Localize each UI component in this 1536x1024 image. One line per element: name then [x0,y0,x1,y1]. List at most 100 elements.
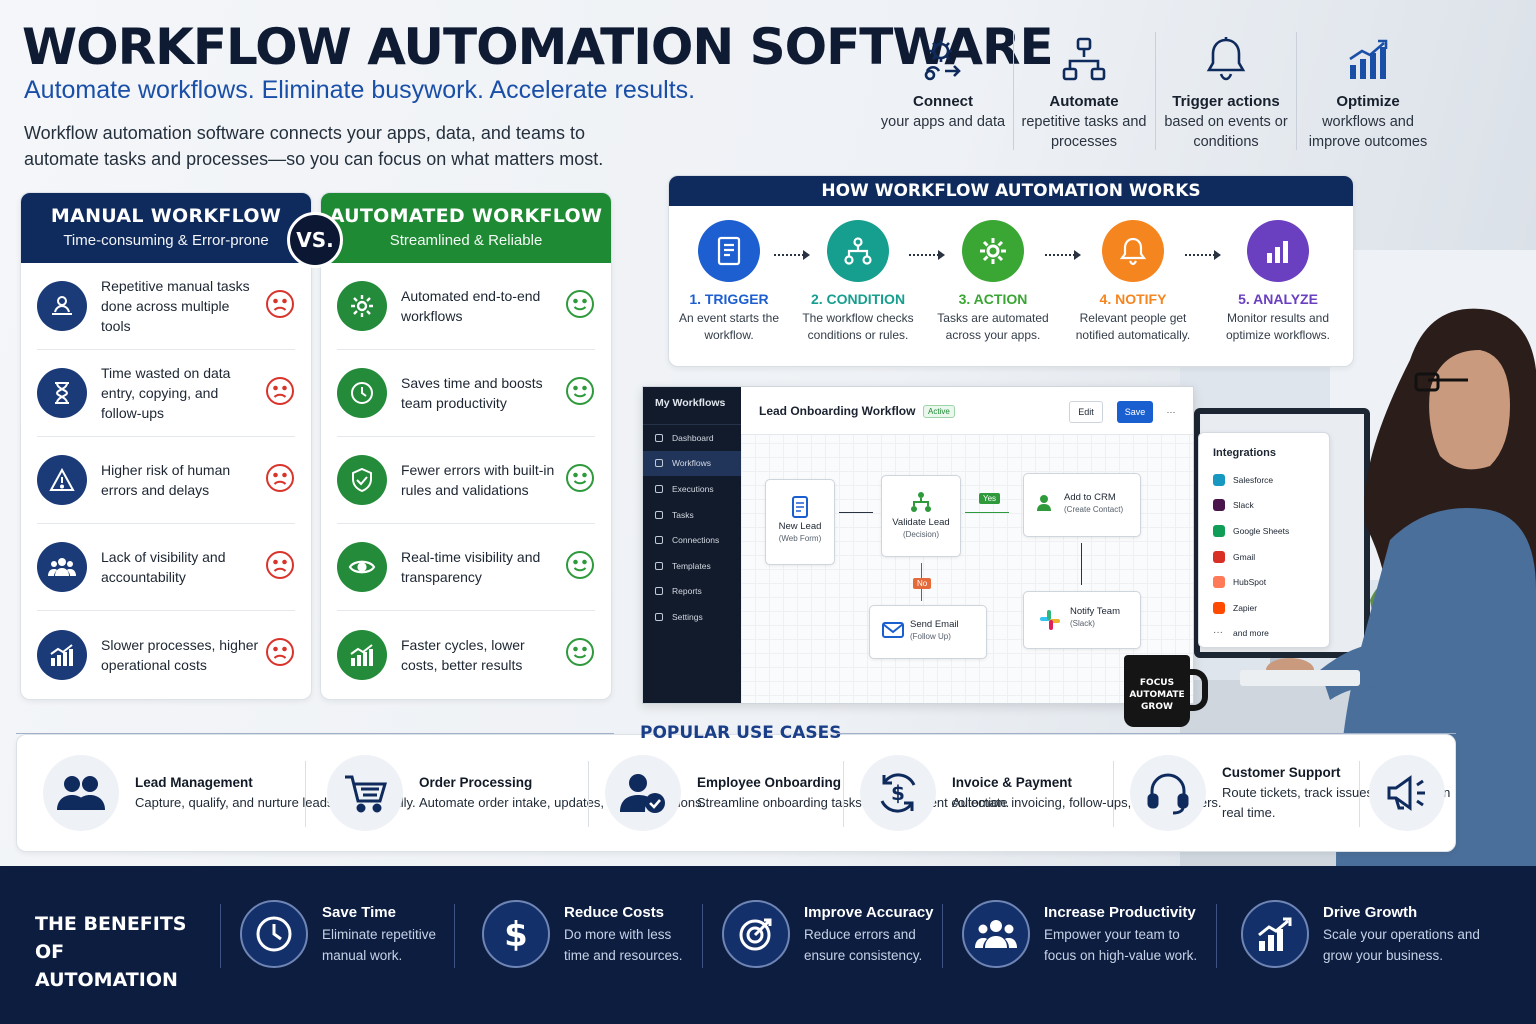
integration-salesforce[interactable]: Salesforce [1213,467,1329,493]
feature-connect: Connect your apps and data [873,30,1013,132]
workflows-icon [655,459,663,468]
sad-face-icon [265,637,295,672]
node-new-lead[interactable]: New Lead (Web Form) [765,479,835,565]
workflow-canvas[interactable]: Lead Onboarding Workflow Active Edit Sav… [741,387,1193,703]
connections-icon [655,536,663,545]
divider [1113,761,1114,827]
page-subtitle: Automate workflows. Eliminate busywork. … [24,76,696,104]
sidebar-item-templates[interactable]: Templates [643,553,741,579]
tasks-icon [655,510,663,519]
integration-hubspot[interactable]: HubSpot [1213,569,1329,595]
node-notify-team[interactable]: Notify Team (Slack) [1023,591,1141,649]
bell-icon [1102,220,1164,282]
divider [1216,904,1217,968]
slack-icon [1040,610,1060,630]
integration-zapier[interactable]: Zapier [1213,595,1329,621]
sidebar-item-connections[interactable]: Connections [643,527,741,553]
use-cases-title: POPULAR USE CASES [640,723,842,743]
sidebar-item-executions[interactable]: Executions [643,476,741,502]
feature-text: based on events or conditions [1164,114,1288,150]
hubspot-icon [1213,576,1225,589]
page-description: Workflow automation software connects yo… [24,123,604,169]
chart-up-icon [337,629,387,680]
people-icon [43,755,119,831]
edit-button[interactable]: Edit [1069,401,1103,423]
happy-face-icon [565,376,595,411]
team-icon [962,900,1030,968]
integrations-title: Integrations [1213,447,1276,459]
sad-face-icon [265,463,295,498]
sad-face-icon [265,550,295,585]
automated-title: AUTOMATED WORKFLOW [329,205,603,227]
step-arrow [909,250,945,260]
feature-title: Optimize [1336,93,1400,110]
step-notify: 4. NOTIFY Relevant people get notified a… [1068,220,1198,344]
feature-title: Trigger actions [1172,93,1280,110]
workflow-toolbar: Lead Onboarding Workflow Active Edit Sav… [741,387,1193,435]
step-action: 3. ACTION Tasks are automated across you… [928,220,1058,344]
manual-workflow-column: MANUAL WORKFLOW Time-consuming & Error-p… [20,192,312,700]
templates-icon [655,561,663,570]
svg-text:$: $ [504,915,528,954]
sidebar-item-reports[interactable]: Reports [643,579,741,605]
hourglass-icon [37,368,87,418]
step-trigger: 1. TRIGGER An event starts the workflow. [669,220,794,344]
node-add-to-crm[interactable]: Add to CRM (Create Contact) [1023,473,1141,537]
divider [588,761,589,827]
sidebar-title: My Workflows [643,387,741,425]
bell-icon [1156,30,1296,88]
sidebar-item-settings[interactable]: Settings [643,604,741,630]
sidebar-item-dashboard[interactable]: Dashboard [643,425,741,451]
zapier-icon [1213,601,1225,614]
connector [839,512,873,513]
integration-google-sheets[interactable]: Google Sheets [1213,518,1329,544]
dollar-icon: $ [482,900,550,968]
list-item: Fewer errors with built-in rules and val… [337,437,595,524]
list-item: Saves time and boosts team productivity [337,350,595,437]
integration-more[interactable]: ···and more [1213,627,1269,639]
sidebar-item-tasks[interactable]: Tasks [643,502,741,528]
feature-text: your apps and data [880,114,1006,130]
divider [454,904,455,968]
page-title: WORKFLOW AUTOMATION SOFTWARE [22,18,1054,76]
dashboard-icon [655,433,663,442]
eye-icon [337,542,387,592]
sidebar-item-workflows[interactable]: Workflows [643,450,741,477]
coffee-mug: FOCUS AUTOMATE GROW [1124,655,1208,727]
integration-slack[interactable]: Slack [1213,493,1329,519]
feature-text: repetitive tasks and processes [1021,114,1147,150]
divider [305,761,306,827]
manual-header: MANUAL WORKFLOW Time-consuming & Error-p… [21,193,311,263]
gear-icon [962,220,1024,282]
step-analyze: 5. ANALYZE Monitor results and optimize … [1213,220,1343,344]
mail-icon [882,622,904,638]
clock-icon [240,900,308,968]
yes-label: Yes [979,493,1001,504]
step-condition: 2. CONDITION The workflow checks conditi… [793,220,923,344]
headset-icon [1130,755,1206,831]
feature-divider [1296,32,1297,150]
integration-gmail[interactable]: Gmail [1213,544,1329,570]
list-item: Automated end-to-end workflows [337,263,595,350]
divider [702,904,703,968]
sad-face-icon [265,376,295,411]
contact-icon [1037,495,1051,511]
gear-icon [337,281,387,331]
status-badge: Active [923,405,955,418]
workflow-name: Lead Onboarding Workflow [759,404,916,418]
sad-face-icon [265,289,295,324]
save-button[interactable]: Save [1117,401,1153,423]
node-validate-lead[interactable]: Validate Lead (Decision) [881,475,961,557]
svg-text:$: $ [891,781,905,805]
node-send-email[interactable]: Send Email (Follow Up) [869,605,987,659]
manual-subtitle: Time-consuming & Error-prone [63,232,269,249]
user-check-icon [605,755,681,831]
gmail-icon [1213,550,1225,563]
settings-icon [655,612,663,621]
more-options-button[interactable]: ··· [1166,407,1176,417]
list-item: Repetitive manual tasks done across mult… [37,263,295,350]
